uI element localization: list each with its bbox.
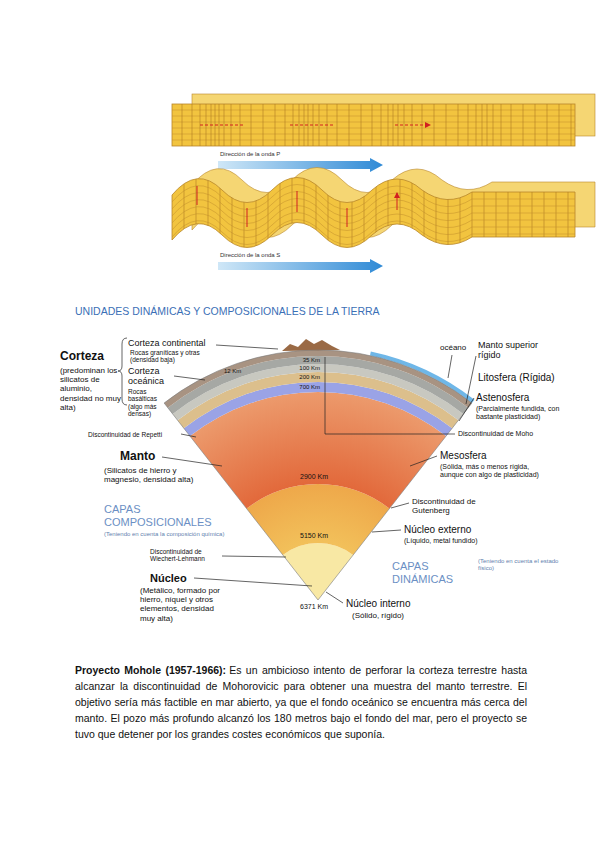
layer-label: Corteza continental — [128, 338, 206, 348]
section-outline — [164, 350, 472, 600]
leader-line — [162, 457, 222, 466]
layer-note: Rocas graníticas y otras (densidad baja) — [130, 349, 210, 364]
ocean — [370, 354, 473, 402]
layer-label: Manto superior rígido — [478, 340, 553, 361]
paragraph: Proyecto Mohole (1957-1966):Es un ambici… — [75, 662, 527, 742]
depth-label: 12 Km — [224, 368, 241, 375]
depth-label: 6371 Km — [300, 603, 328, 611]
layer-note: (Parcialmente fundida, con bastante plas… — [476, 405, 581, 421]
layer-label: Corteza oceánica — [128, 366, 172, 387]
block-front-face — [172, 104, 575, 146]
discontinuity-label: Discontinuidad de Moho — [458, 430, 533, 438]
leader-line — [174, 376, 205, 380]
layer-note: (Silicatos de hierro y magnesio, densida… — [104, 466, 196, 484]
wave-direction-label: Dirección de la onda S — [220, 252, 280, 259]
discontinuity-label: Discontinuidad de Repetti — [88, 431, 162, 438]
layer-label: Astenosfera — [476, 392, 529, 404]
depth-label: 35 Km — [290, 357, 320, 364]
block-front-face — [172, 178, 575, 248]
leader-line — [410, 456, 437, 466]
leader-line — [372, 530, 401, 532]
rigid-upper-mantle-band — [168, 356, 468, 414]
particle-motion-arrow — [197, 186, 397, 227]
layer-label: Núcleo externo — [404, 524, 471, 536]
leader-line — [181, 434, 196, 437]
crust-band — [164, 350, 472, 408]
direction-arrow — [218, 259, 383, 273]
group-heading: CAPAS DINÁMICAS — [392, 560, 472, 585]
layer-note: (Sólida, más o menos rígida, aunque con … — [440, 463, 550, 479]
layer-note: (predominan los silicatos de aluminio, d… — [60, 366, 122, 412]
leader-line — [466, 356, 476, 404]
direction-arrow — [218, 158, 383, 172]
leader-line — [325, 357, 455, 434]
layer-heading: Manto — [120, 450, 155, 464]
layer-note: (Metálico, formado por hierro, níquel y … — [140, 586, 228, 623]
grid-lines — [182, 104, 571, 146]
layer-label: Núcleo interno — [346, 598, 410, 610]
leader-line — [448, 355, 452, 378]
depth-label: 2900 Km — [300, 473, 328, 481]
layer-note: (Líquido, metal fundido) — [404, 537, 478, 545]
inner-core — [283, 543, 353, 600]
earth-section — [164, 339, 473, 600]
continental-crust — [282, 339, 340, 351]
depth-label: 5150 Km — [300, 532, 328, 540]
depth-label: 100 Km — [290, 365, 320, 372]
layer-note: Rocas basálticas (algo más densas) — [128, 388, 162, 418]
leader-line — [459, 398, 474, 421]
group-note: (Teniendo en cuenta el estado físico) — [478, 558, 568, 572]
leader-line — [194, 578, 312, 586]
leader-line — [391, 503, 409, 508]
layer-label: Mesosfera — [440, 450, 487, 462]
layer-heading: Núcleo — [150, 572, 187, 585]
discontinuity-label: Discontinuidad de Wiechert-Lehmann — [150, 548, 230, 563]
grid-lines — [172, 160, 575, 260]
discontinuity-label: Discontinuidad de Gutenberg — [412, 497, 502, 515]
depth-label: 700 Km — [290, 384, 320, 391]
layer-note: (Sólido, rígido) — [352, 611, 404, 620]
leader-line — [216, 345, 278, 349]
layer-label: Litosfera (Rígida) — [478, 372, 555, 384]
leader-line — [222, 556, 286, 557]
paragraph-lead: Proyecto Mohole (1957-1966): — [75, 664, 226, 676]
leader-line — [326, 592, 343, 603]
depth-label: 200 Km — [290, 374, 320, 381]
layer-label: océano — [440, 343, 466, 352]
particle-motion-arrow — [200, 125, 430, 126]
group-note: (Teniendo en cuenta la composición quími… — [104, 531, 232, 538]
wave-direction-label: Dirección de la onda P — [220, 151, 280, 158]
layer-heading: Corteza — [60, 350, 104, 364]
grid-lines — [172, 110, 575, 140]
group-heading: CAPAS COMPOSICIONALES — [104, 503, 222, 528]
s-wave-block — [172, 160, 595, 260]
p-wave-block — [172, 94, 595, 146]
section-heading: UNIDADES DINÁMICAS Y COMPOSICIONALES DE … — [75, 305, 380, 317]
